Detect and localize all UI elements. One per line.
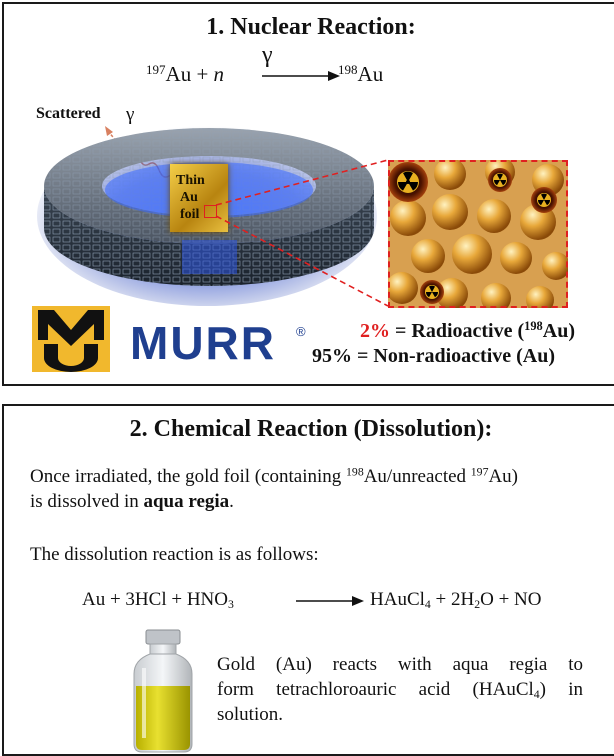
nuclear-reaction-panel: 1. Nuclear Reaction: 197Au + n γ 198Au S… xyxy=(2,2,614,386)
zoomed-gold-particles xyxy=(388,160,568,308)
zoom-source-box xyxy=(204,205,217,218)
zoom-frame xyxy=(388,160,568,308)
nuclear-equation-rhs: 198Au xyxy=(338,61,384,86)
scattered-gamma-symbol: γ xyxy=(126,104,135,125)
dissolution-equation-rhs: HAuCl4 + 2H2O + NO xyxy=(370,589,542,611)
radioactive-percentage-line: 2% = Radioactive (198Au) xyxy=(360,319,575,342)
scattered-label: Scattered xyxy=(36,105,101,122)
radioactive-particles xyxy=(388,162,557,304)
chemical-reaction-panel: 2. Chemical Reaction (Dissolution): Once… xyxy=(2,404,614,756)
zoom-connector-lines xyxy=(215,159,389,307)
murr-registered-mark: ® xyxy=(296,324,306,339)
reaction-arrow xyxy=(262,71,340,81)
dissolution-equation-lhs: Au + 3HCl + HNO3 xyxy=(82,589,234,611)
nuclear-equation-lhs: 197Au + n xyxy=(146,61,225,86)
gold-foil xyxy=(170,164,228,232)
mu-logo xyxy=(32,306,110,372)
nonradioactive-percentage-line: 95% = Non-radioactive (Au) xyxy=(312,345,556,367)
murr-logo: MURR xyxy=(130,317,276,369)
panel2-title: 2. Chemical Reaction (Dissolution): xyxy=(129,416,493,442)
irradiated-description: Once irradiated, the gold foil (containi… xyxy=(30,465,519,512)
dissolution-intro: The dissolution reaction is as follows: xyxy=(30,544,319,565)
dissolution-arrow xyxy=(296,596,364,606)
panel1-title: 1. Nuclear Reaction: xyxy=(206,14,416,40)
gamma-arrow-label: γ xyxy=(262,42,273,68)
foil-label: Thin Au foil xyxy=(176,173,205,222)
vial-description: Gold (Au) reacts with aqua regia to form… xyxy=(217,654,583,725)
vial-illustration xyxy=(133,629,193,753)
